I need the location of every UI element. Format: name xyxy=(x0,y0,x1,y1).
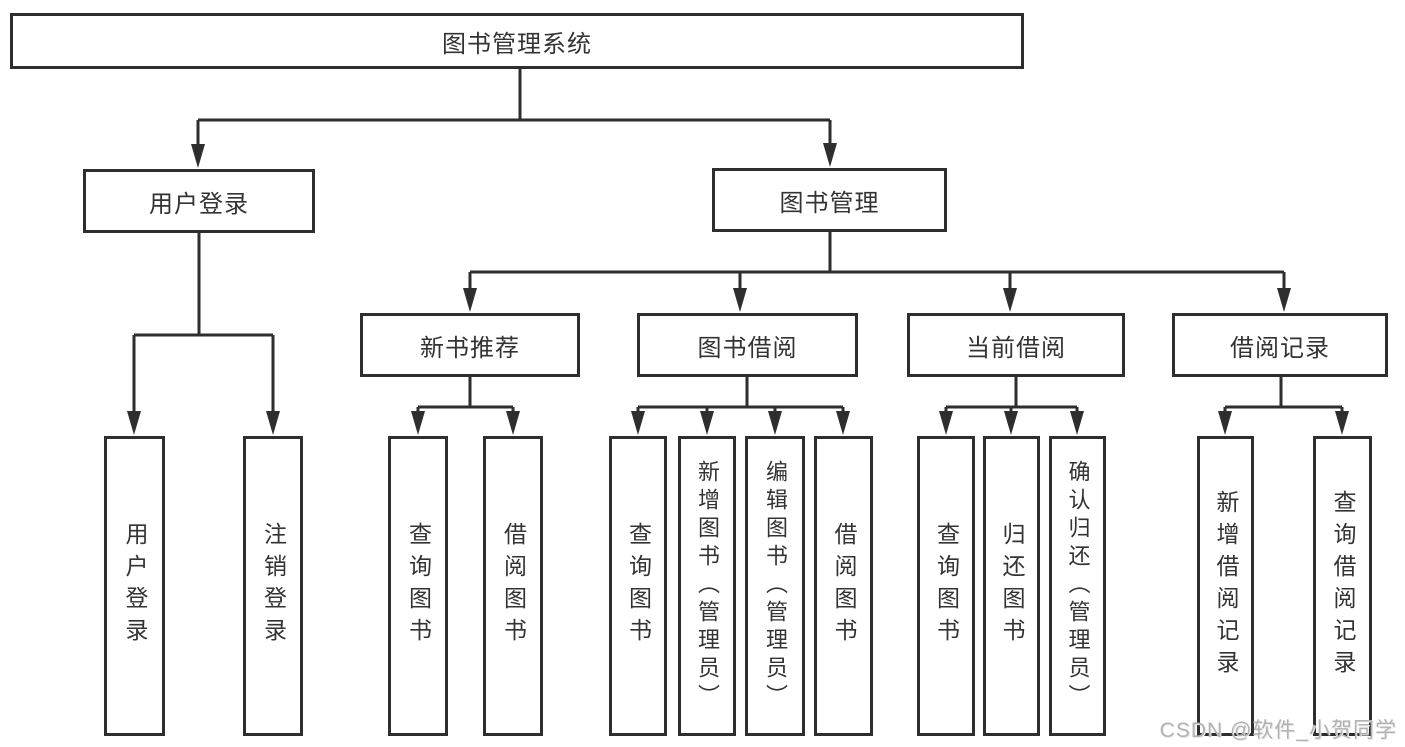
leaf-recommend-borrow-books: 借阅图书 xyxy=(483,436,543,736)
leaf-borrow-books: 借阅图书 xyxy=(814,436,873,736)
leaf-confirm-return-admin-label: 确认归还（管理员） xyxy=(1065,460,1091,712)
leaf-recommend-query-books: 查询图书 xyxy=(388,436,448,736)
leaf-borrow-query-books: 查询图书 xyxy=(609,436,667,736)
leaf-user-login: 用户登录 xyxy=(104,436,165,736)
connector-user-login-children xyxy=(127,233,280,435)
node-user-login-label: 用户登录 xyxy=(149,190,249,218)
leaf-logout-label: 注销登录 xyxy=(260,522,287,650)
node-borrow-records-label: 借阅记录 xyxy=(1230,334,1330,362)
leaf-borrow-query-books-label: 查询图书 xyxy=(625,522,652,650)
node-borrow-records: 借阅记录 xyxy=(1172,313,1388,377)
node-current-borrow-label: 当前借阅 xyxy=(966,334,1066,362)
leaf-logout: 注销登录 xyxy=(243,436,303,736)
connector-root-to-level2 xyxy=(191,68,837,168)
node-user-login: 用户登录 xyxy=(83,169,315,233)
node-new-book-recommend-label: 新书推荐 xyxy=(420,334,520,362)
leaf-recommend-query-books-label: 查询图书 xyxy=(405,522,432,650)
connector-current-borrow-children xyxy=(939,377,1084,435)
leaf-edit-books-admin: 编辑图书（管理员） xyxy=(745,436,805,736)
leaf-query-borrow-record: 查询借阅记录 xyxy=(1313,436,1372,736)
leaf-user-login-label: 用户登录 xyxy=(122,522,148,650)
leaf-add-books-admin: 新增图书（管理员） xyxy=(678,436,736,736)
leaf-edit-books-admin-label: 编辑图书（管理员） xyxy=(763,460,788,712)
leaf-query-borrow-record-label: 查询借阅记录 xyxy=(1330,490,1356,682)
node-new-book-recommend: 新书推荐 xyxy=(360,313,580,377)
leaf-add-borrow-record: 新增借阅记录 xyxy=(1197,436,1254,736)
leaf-recommend-borrow-books-label: 借阅图书 xyxy=(500,522,527,650)
node-book-borrow: 图书借阅 xyxy=(637,313,858,377)
leaf-return-books-label: 归还图书 xyxy=(999,522,1025,650)
csdn-watermark: CSDN @软件_小贺同学 xyxy=(1159,719,1397,742)
connector-borrow-records-children xyxy=(1218,377,1349,435)
node-book-borrow-label: 图书借阅 xyxy=(697,334,798,362)
node-book-management-label: 图书管理 xyxy=(779,189,880,217)
connector-new-book-children xyxy=(411,377,520,435)
leaf-return-books: 归还图书 xyxy=(983,436,1040,736)
leaf-add-books-admin-label: 新增图书（管理员） xyxy=(695,460,720,712)
leaf-borrow-books-label: 借阅图书 xyxy=(831,522,857,650)
leaf-add-borrow-record-label: 新增借阅记录 xyxy=(1213,490,1239,682)
node-book-management: 图书管理 xyxy=(712,168,947,232)
node-current-borrow: 当前借阅 xyxy=(907,313,1125,377)
leaf-current-query-books-label: 查询图书 xyxy=(933,522,960,650)
connector-book-borrow-children xyxy=(631,377,850,435)
connector-book-management-children xyxy=(463,232,1291,312)
leaf-confirm-return-admin: 确认归还（管理员） xyxy=(1049,436,1106,736)
node-root-system-label: 图书管理系统 xyxy=(442,30,592,58)
leaf-current-query-books: 查询图书 xyxy=(917,436,975,736)
node-root-system: 图书管理系统 xyxy=(10,13,1024,69)
